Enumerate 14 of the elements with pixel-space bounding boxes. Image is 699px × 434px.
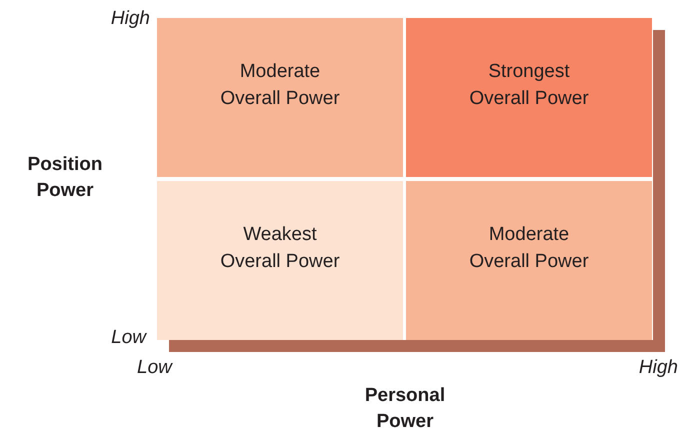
cell-text: Moderate Overall Power	[469, 222, 589, 274]
cell-text: Moderate Overall Power	[220, 60, 340, 110]
matrix-cell	[157, 18, 403, 177]
matrix-cell	[406, 18, 652, 177]
matrix-cell	[406, 181, 652, 340]
matrix-cell	[157, 181, 403, 340]
axis-title: Personal Power	[364, 384, 446, 434]
cell-text: Weakest Overall Power	[220, 222, 340, 274]
axis-tick-label: Low	[137, 356, 174, 380]
axis-tick-label: High	[110, 7, 150, 31]
cell-text: Strongest Overall Power	[469, 60, 589, 110]
axis-tick-label: High	[638, 356, 678, 380]
axis-title: Position Power	[26, 153, 104, 203]
axis-tick-label: Low	[110, 326, 146, 350]
